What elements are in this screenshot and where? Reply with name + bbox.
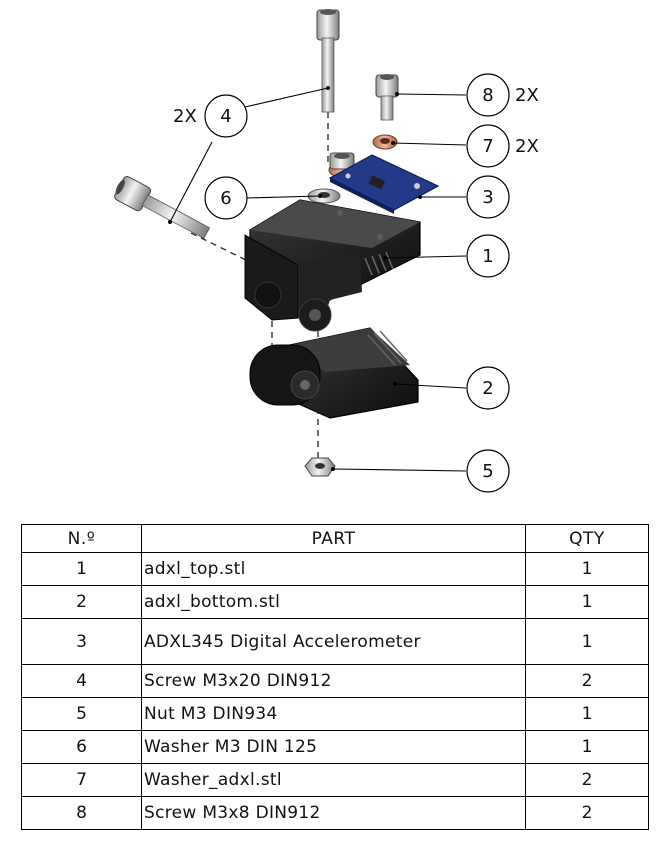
table-row: 7 Washer_adxl.stl 2: [21, 763, 649, 797]
row-part: adxl_bottom.stl: [141, 585, 526, 619]
row-qty: 1: [525, 697, 649, 731]
adxl-bottom-part: [249, 327, 419, 419]
balloon-1: 1: [466, 234, 510, 278]
row-part: Nut M3 DIN934: [141, 697, 526, 731]
row-number: 7: [21, 763, 142, 797]
table-row: 8 Screw M3x8 DIN912 2: [21, 796, 649, 830]
balloon-8: 8 2X: [466, 73, 539, 117]
row-qty: 1: [525, 585, 649, 619]
table-row: 2 adxl_bottom.stl 1: [21, 585, 649, 619]
header-part: PART: [141, 524, 526, 553]
row-qty: 1: [525, 730, 649, 764]
row-number: 2: [21, 585, 142, 619]
leader-dots: [168, 86, 422, 471]
balloon-number: 3: [482, 187, 493, 208]
balloon-number: 5: [482, 461, 493, 482]
row-part: Screw M3x8 DIN912: [141, 796, 526, 830]
table-row: 6 Washer M3 DIN 125 1: [21, 730, 649, 764]
screw-m3x20-diagonal: [114, 176, 211, 239]
balloon-number: 7: [482, 136, 493, 157]
row-qty: 2: [525, 796, 649, 830]
row-qty: 2: [525, 763, 649, 797]
balloon-7: 7 2X: [466, 124, 539, 168]
row-part: Washer_adxl.stl: [141, 763, 526, 797]
screw-m3x8: [375, 74, 399, 121]
row-number: 8: [21, 796, 142, 830]
leader-lines: [169, 87, 467, 472]
row-number: 1: [21, 552, 142, 586]
balloon-number: 4: [220, 106, 231, 127]
washer-adxl-top: [372, 134, 398, 150]
balloon-number: 6: [220, 188, 231, 209]
screw-m3x20-vertical: [316, 9, 340, 113]
row-qty: 1: [525, 552, 649, 586]
screw-head-m3: [329, 152, 355, 170]
row-number: 4: [21, 664, 142, 698]
balloon-qty: 2X: [515, 136, 539, 157]
row-part: Screw M3x20 DIN912: [141, 664, 526, 698]
balloon-2: 2: [466, 366, 510, 410]
row-number: 5: [21, 697, 142, 731]
adxl-top-part: [244, 199, 421, 332]
header-number: N.º: [21, 524, 142, 553]
balloon-number: 1: [482, 246, 493, 267]
table-row: 4 Screw M3x20 DIN912 2: [21, 664, 649, 698]
bill-of-materials-table: N.º PART QTY 1 adxl_top.stl 1 2 adxl_bot…: [21, 524, 649, 830]
balloon-number: 8: [482, 85, 493, 106]
table-header-row: N.º PART QTY: [21, 524, 649, 553]
adxl345-board: [328, 154, 440, 214]
balloon-qty: 2X: [515, 85, 539, 106]
nut-m3: [304, 457, 336, 477]
row-part: Washer M3 DIN 125: [141, 730, 526, 764]
balloon-qty: 2X: [173, 106, 197, 127]
exploded-assembly-drawing: 4 2X 8 2X 7 2X 6 3 1 2 5: [114, 9, 539, 493]
row-part: adxl_top.stl: [141, 552, 526, 586]
row-part: ADXL345 Digital Accelerometer: [141, 618, 526, 665]
table-row: 5 Nut M3 DIN934 1: [21, 697, 649, 731]
balloon-number: 2: [482, 378, 493, 399]
header-qty: QTY: [525, 524, 649, 553]
table-row: 3 ADXL345 Digital Accelerometer 1: [21, 618, 649, 665]
row-qty: 1: [525, 618, 649, 665]
balloon-5: 5: [466, 449, 510, 493]
row-qty: 2: [525, 664, 649, 698]
balloon-3: 3: [466, 175, 510, 219]
table-row: 1 adxl_top.stl 1: [21, 552, 649, 586]
balloon-4: 4 2X: [173, 94, 248, 138]
row-number: 6: [21, 730, 142, 764]
balloon-6: 6: [204, 176, 248, 220]
row-number: 3: [21, 618, 142, 665]
